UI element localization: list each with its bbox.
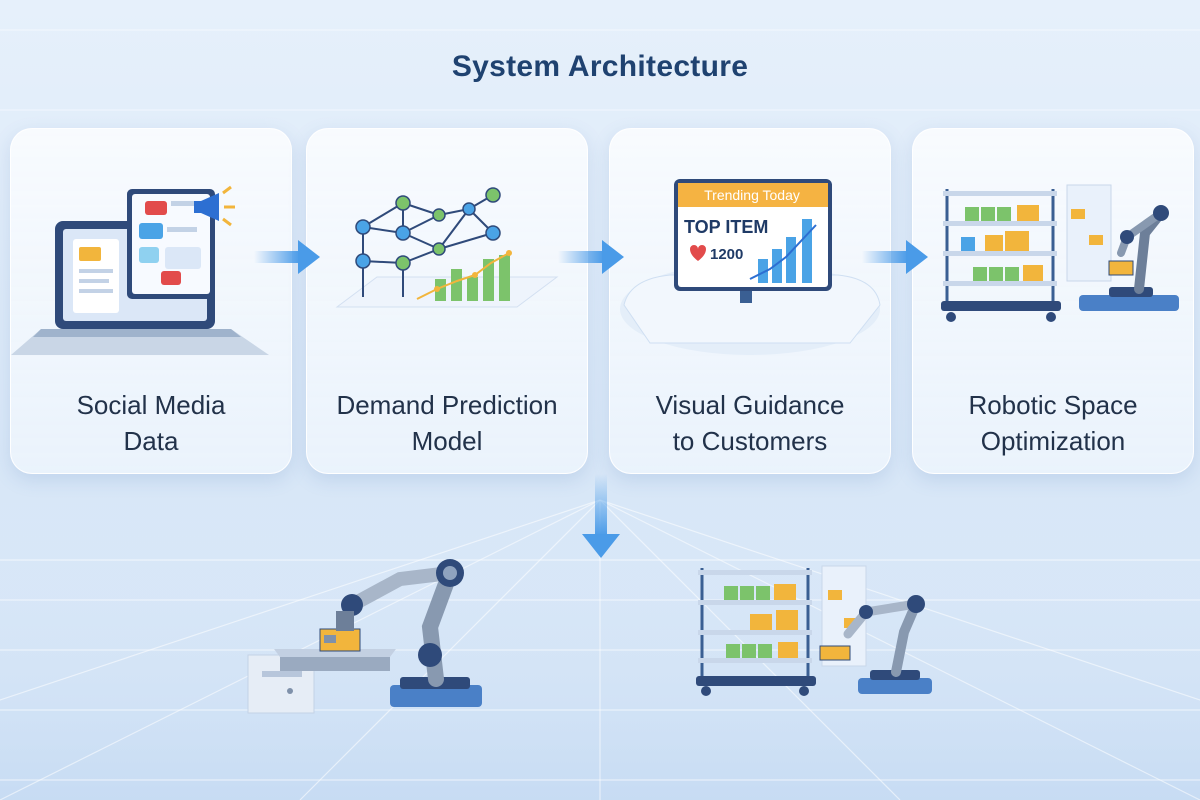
step-label-line2: Optimization [980,426,1126,456]
network-chart-icon [335,187,559,308]
step-card-demand-prediction: Demand Prediction Model [306,128,588,474]
step-card-social-media: Social Media Data [10,128,292,474]
display-banner: Trending Today [704,187,800,203]
robot-arm-illustration [247,559,482,714]
step-card-robotic-optimization: Robotic Space Optimization [912,128,1194,474]
step-label-line1: Demand Prediction [336,390,558,420]
flow-arrow-down [582,474,620,558]
shelf-robot-illustration [696,565,932,696]
display-headline: TOP ITEM [684,217,768,237]
step-label-line1: Visual Guidance [655,390,845,420]
robot-shelf-icon [941,184,1179,322]
laptop-social-icon [11,185,269,355]
flow-arrow-2 [558,240,624,274]
step-label-line1: Social Media [76,390,226,420]
flow-arrow-1 [254,240,320,274]
display-board-icon: Trending Today TOP ITEM 1200 [620,179,881,355]
step-label-line2: to Customers [672,426,828,456]
step-label-line2: Model [411,426,483,456]
step-card-visual-guidance: Trending Today TOP ITEM 1200 Visual Guid… [609,128,891,474]
display-count: 1200 [710,246,743,263]
diagram-title: System Architecture [451,50,749,83]
flow-arrow-3 [862,240,928,274]
step-label-line1: Robotic Space [968,390,1138,420]
step-label-line2: Data [123,426,179,456]
